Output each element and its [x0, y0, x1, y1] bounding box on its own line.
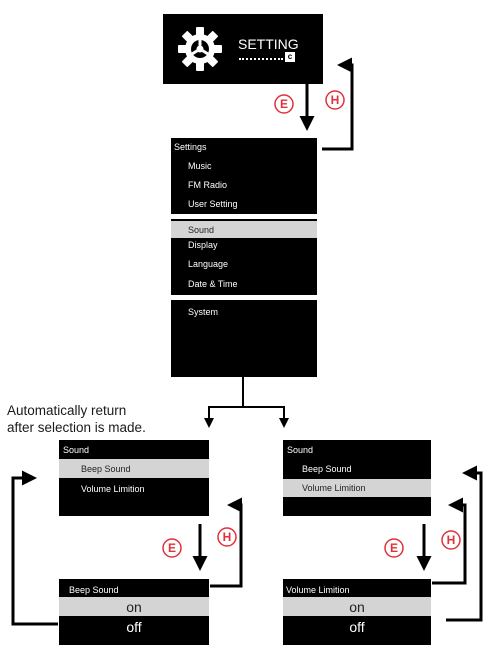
sound-menu-left: Sound Beep Sound Volume Limition	[59, 440, 209, 516]
sound-left-item-beep[interactable]: Beep Sound	[81, 464, 131, 474]
settings-menu-title: Settings	[174, 142, 207, 152]
volume-screen-title: Volume Limition	[286, 585, 350, 595]
home-key-badge-top: H	[325, 90, 345, 110]
menu-highlight	[171, 221, 317, 238]
volume-option-off[interactable]: off	[349, 619, 365, 635]
volume-limition-screen: Volume Limition on off	[283, 579, 431, 645]
home-key-badge-left: H	[217, 527, 237, 547]
home-key-badge-right: H	[441, 530, 461, 550]
home-return-top	[322, 57, 354, 151]
enter-key-badge-top: E	[274, 94, 294, 114]
enter-key-badge-right: E	[384, 538, 404, 558]
circled-e-icon	[274, 94, 294, 114]
user-item-display[interactable]: Display	[188, 240, 218, 250]
beep-option-off[interactable]: off	[126, 619, 142, 635]
user-item-language[interactable]: Language	[188, 259, 229, 269]
beep-option-highlight	[59, 597, 209, 616]
beep-sound-screen: Beep Sound on off	[59, 579, 209, 645]
gear-icon	[178, 27, 222, 71]
home-key-letter: H	[330, 93, 340, 107]
enter-key-letter: E	[389, 541, 398, 555]
circled-e-icon	[384, 538, 404, 558]
user-item-sound[interactable]: Sound	[188, 225, 215, 235]
sound-left-item-volume[interactable]: Volume Limition	[81, 484, 145, 494]
settings-item-fm-radio[interactable]: FM Radio	[188, 180, 228, 190]
sound-right-item-volume[interactable]: Volume Limition	[302, 483, 366, 493]
beep-option-on[interactable]: on	[126, 599, 142, 615]
circled-h-icon	[441, 530, 461, 550]
home-return-left	[210, 497, 243, 588]
home-key-letter: H	[222, 530, 232, 544]
auto-return-left	[11, 470, 58, 626]
page-marker: c	[285, 52, 295, 62]
sound-menu-right: Sound Beep Sound Volume Limition	[283, 440, 431, 516]
enter-key-letter: E	[279, 97, 288, 111]
beep-screen-title: Beep Sound	[69, 585, 119, 595]
circled-h-icon	[217, 527, 237, 547]
setting-screen: SETTING c	[163, 14, 323, 84]
home-return-right	[432, 497, 467, 585]
enter-key-letter: E	[167, 541, 176, 555]
settings-item-user-setting[interactable]: User Setting	[188, 199, 238, 209]
user-setting-screen: Sound Display Language Date & Time	[171, 219, 317, 295]
circled-h-icon	[325, 90, 345, 110]
sound-right-highlight	[283, 479, 431, 497]
page-dots	[239, 58, 283, 60]
auto-return-right	[446, 465, 483, 622]
enter-key-badge-left: E	[162, 538, 182, 558]
sound-right-item-beep[interactable]: Beep Sound	[302, 464, 352, 474]
settings-item-music[interactable]: Music	[188, 161, 212, 171]
home-key-letter: H	[446, 533, 456, 547]
volume-option-on[interactable]: on	[349, 599, 365, 615]
auto-return-note-line1: Automatically return	[7, 403, 127, 418]
sound-left-title: Sound	[63, 445, 90, 455]
settings-menu-screen: Settings Music FM Radio User Setting	[171, 138, 317, 214]
auto-return-note-line2: after selection is made.	[7, 420, 146, 435]
user-item-system[interactable]: System	[188, 307, 219, 317]
sound-left-highlight	[59, 459, 209, 478]
circled-e-icon	[162, 538, 182, 558]
volume-option-highlight	[283, 597, 431, 616]
sound-right-title: Sound	[287, 445, 314, 455]
setting-title: SETTING	[238, 36, 299, 52]
system-screen: System	[171, 300, 317, 377]
user-item-date-time[interactable]: Date & Time	[188, 279, 238, 289]
